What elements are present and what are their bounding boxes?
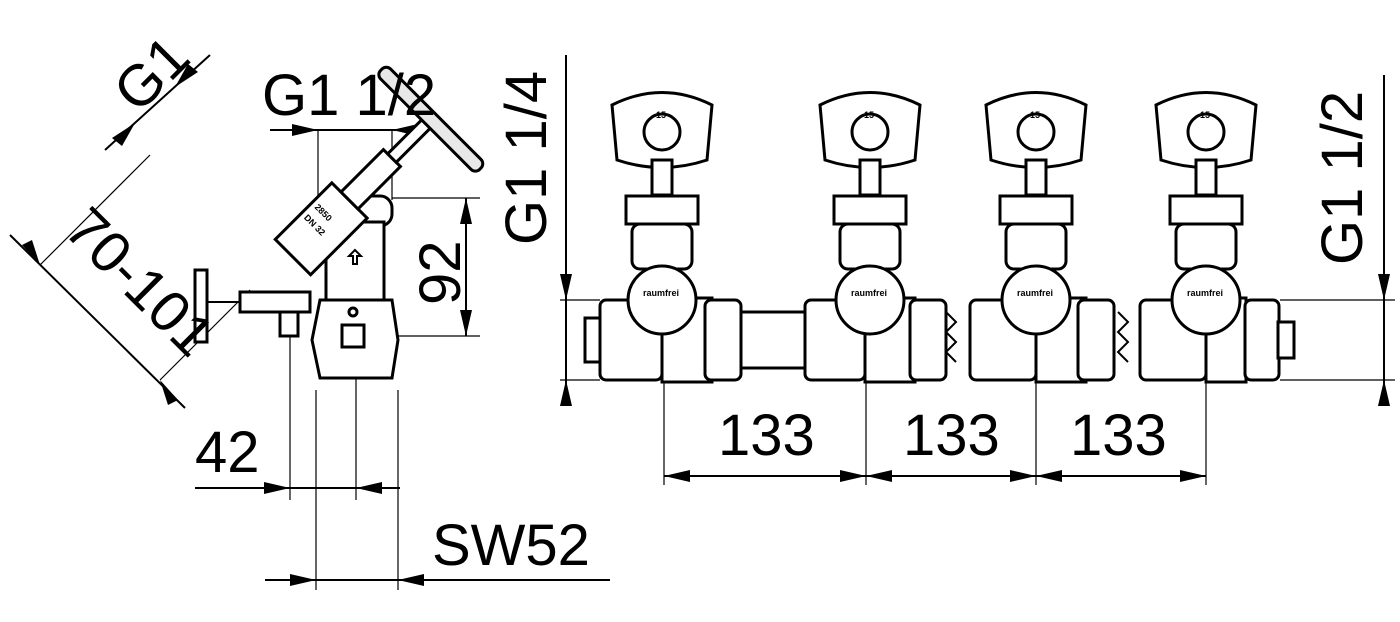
- sw52-label: SW52: [432, 513, 590, 578]
- brand-2: raumfrei: [851, 288, 887, 298]
- spacing-label-1: 133: [718, 403, 815, 468]
- wheel-number-3: 15: [1030, 110, 1040, 120]
- valve-2: [818, 91, 922, 336]
- wheel-number-2: 15: [864, 110, 874, 120]
- valve-3: [984, 91, 1088, 336]
- brand-1: raumfrei: [643, 288, 679, 298]
- offset-42-label: 42: [195, 420, 260, 485]
- wheel-number-4: 15: [1200, 110, 1210, 120]
- front-view: [560, 55, 1395, 485]
- valve-1: [610, 91, 714, 336]
- g1-label: G1: [101, 24, 202, 125]
- spacing-label-3: 133: [1070, 403, 1167, 468]
- brand-4: raumfrei: [1187, 288, 1223, 298]
- spacing-label-2: 133: [903, 403, 1000, 468]
- valve-4: [1154, 91, 1258, 336]
- side-view: 2850 DN 32: [9, 54, 610, 590]
- g1-half-top-label: G1 1/2: [262, 63, 436, 128]
- g1-half-right-label: G1 1/2: [1310, 91, 1375, 265]
- wheel-number-1: 15: [656, 110, 666, 120]
- height-92-label: 92: [408, 240, 473, 305]
- brand-3: raumfrei: [1017, 288, 1053, 298]
- g1-quarter-label: G1 1/4: [494, 71, 559, 245]
